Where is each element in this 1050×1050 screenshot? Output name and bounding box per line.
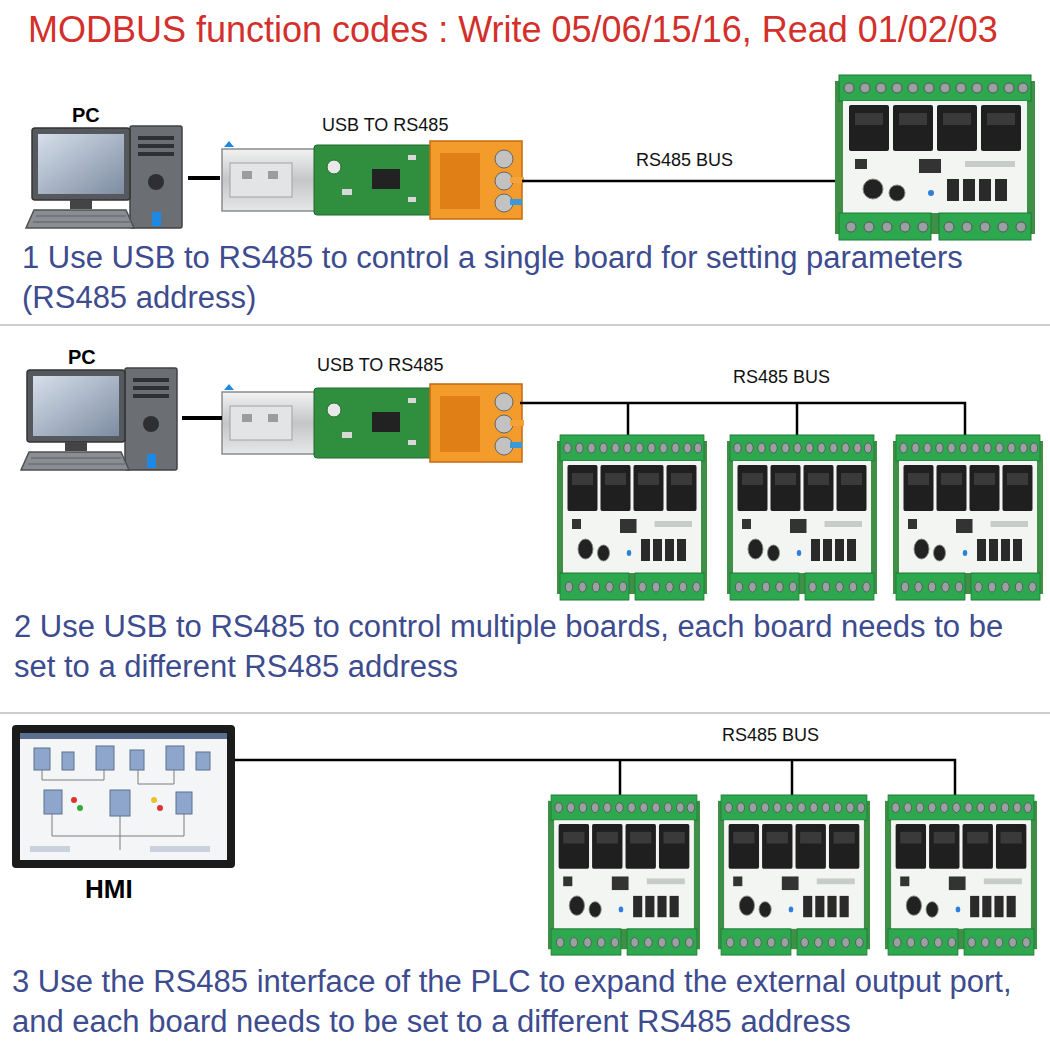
computer-icon (21, 368, 177, 470)
relay-board (727, 435, 877, 600)
computer-node: PC (28, 104, 188, 232)
hmi-panel: HMI (10, 722, 238, 912)
device-label: USB TO RS485 (322, 114, 448, 136)
bus-wire (235, 760, 955, 797)
page-title: MODBUS function codes : Write 05/06/15/1… (28, 8, 998, 52)
device-label: PC (72, 104, 100, 126)
device-label: PC (68, 346, 96, 368)
usb-adapter-icon (222, 384, 524, 462)
section-caption: 3 Use the RS485 interface of the PLC to … (12, 962, 1042, 1042)
relay-board (835, 75, 1035, 240)
cable-connector (188, 176, 220, 180)
relay-board (557, 435, 707, 600)
bus-wire (522, 180, 836, 183)
usb-rs485-adapter: USB TO RS485 (222, 354, 520, 464)
bus-wire (520, 403, 965, 437)
section-caption: 2 Use USB to RS485 to control multiple b… (14, 607, 1024, 687)
hmi-screen (12, 725, 235, 868)
relay-board (885, 795, 1037, 955)
computer-icon (26, 126, 182, 228)
relay-board (718, 795, 870, 955)
device-label: USB TO RS485 (317, 354, 443, 376)
section-separator (0, 325, 1050, 326)
bus-label: RS485 BUS (636, 149, 733, 171)
bus-label: RS485 BUS (733, 366, 830, 388)
usb-rs485-adapter: USB TO RS485 (220, 114, 525, 220)
relay-board (893, 435, 1043, 600)
cable-connector (182, 416, 222, 420)
usb-adapter-icon (222, 141, 524, 219)
section-separator (0, 713, 1050, 714)
bus-label: RS485 BUS (722, 724, 819, 746)
relay-board (548, 795, 700, 955)
section-caption: 1 Use USB to RS485 to control a single b… (22, 238, 1032, 318)
device-label: HMI (85, 874, 133, 904)
computer-node: PC (22, 346, 182, 472)
